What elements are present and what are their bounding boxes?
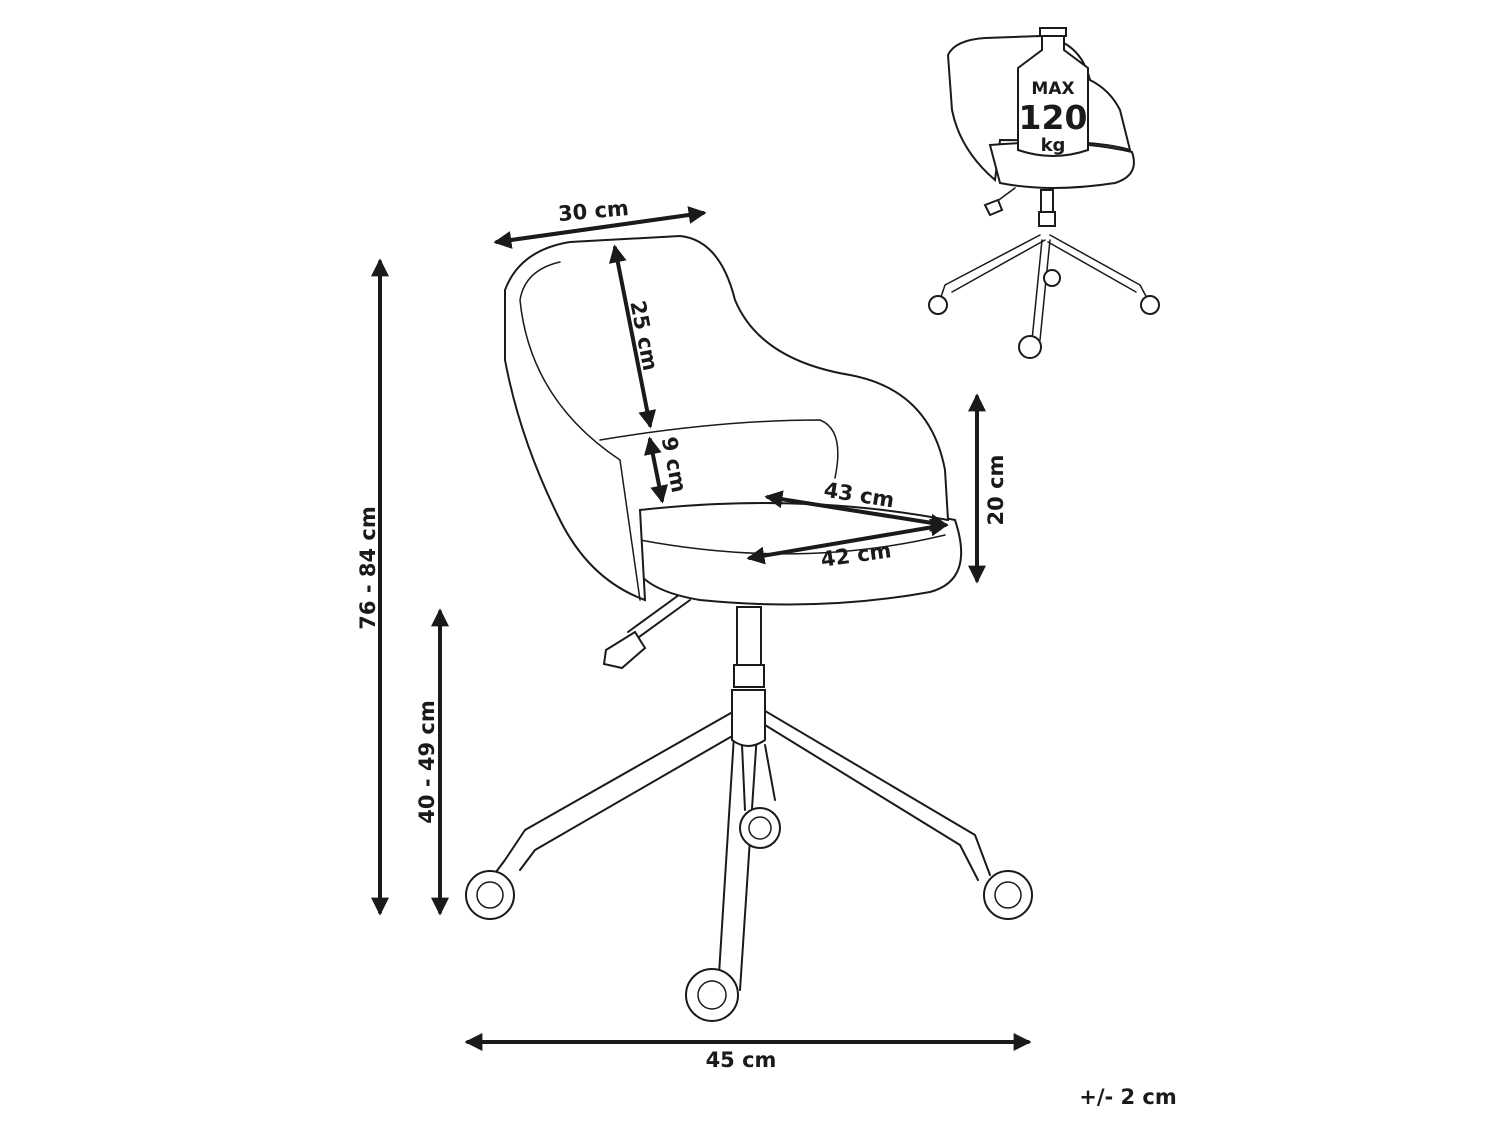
tolerance-label: +/- 2 cm xyxy=(1079,1085,1177,1109)
back-width-arrow xyxy=(493,206,707,249)
chair-base xyxy=(489,704,991,991)
base-hub xyxy=(731,689,766,747)
caster-back xyxy=(739,807,781,849)
back-height-arrow xyxy=(608,244,657,429)
seat-depth-arrow xyxy=(746,518,949,565)
cylinder-collar xyxy=(733,664,765,688)
back-width-label: 30 cm xyxy=(557,196,630,226)
chair-drawing xyxy=(465,234,1033,1022)
weight-icon xyxy=(1017,31,1089,157)
caster-front xyxy=(685,968,739,1022)
gas-cylinder xyxy=(736,606,762,674)
caster-right xyxy=(983,870,1033,920)
height-lever xyxy=(627,591,691,641)
back-gap-arrow xyxy=(643,436,669,504)
max-load-line3: kg xyxy=(1041,135,1066,156)
total-height-label: 76 - 84 cm xyxy=(356,506,380,629)
load-capacity-illustration: MAX 120 kg xyxy=(928,27,1160,359)
max-load-line1: MAX xyxy=(1031,79,1074,99)
seat-cushion xyxy=(631,500,963,606)
base-width-label: 45 cm xyxy=(706,1048,777,1072)
caster-left xyxy=(465,870,515,920)
armrest-height-label: 20 cm xyxy=(984,455,1008,526)
max-load-line2: 120 xyxy=(1019,98,1088,137)
seat-height-label: 40 - 49 cm xyxy=(415,700,439,823)
dimension-labels: 76 - 84 cm 40 - 49 cm 45 cm 30 cm 25 cm … xyxy=(356,196,1177,1109)
dimension-arrows xyxy=(371,206,1032,1051)
lever-handle xyxy=(602,630,647,670)
